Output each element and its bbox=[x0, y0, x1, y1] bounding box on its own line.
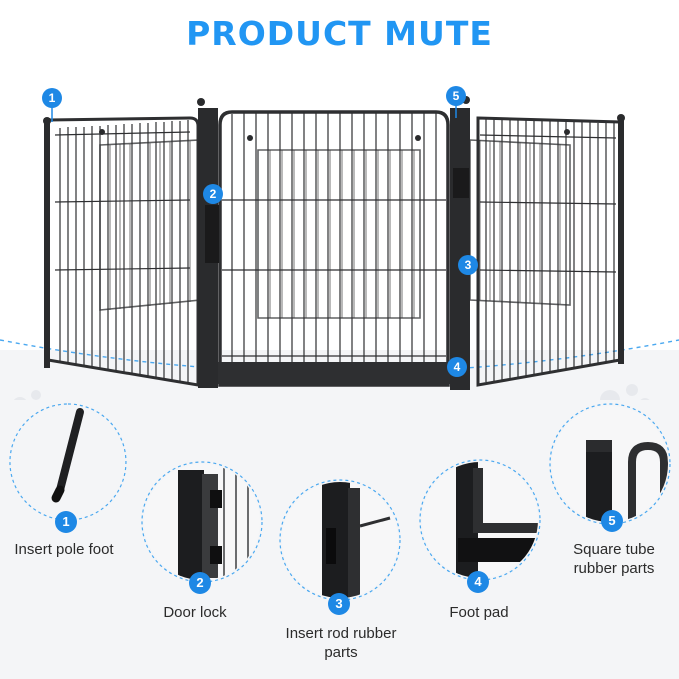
marker-4: 4 bbox=[447, 357, 467, 377]
detail-2-image bbox=[141, 461, 263, 583]
detail-3-label: Insert rod rubber parts bbox=[285, 625, 397, 661]
detail-4-label: Foot pad bbox=[449, 604, 509, 621]
playpen-fence-image bbox=[0, 96, 679, 400]
marker-3: 3 bbox=[458, 255, 478, 275]
detail-4-image bbox=[419, 459, 541, 581]
detail-2-label: Door lock bbox=[163, 604, 227, 621]
detail-5-marker: 5 bbox=[601, 510, 623, 532]
page-title: PRODUCT MUTE bbox=[186, 14, 493, 53]
marker-5: 5 bbox=[446, 86, 466, 106]
detail-3-marker: 3 bbox=[328, 593, 350, 615]
detail-1-marker: 1 bbox=[55, 511, 77, 533]
detail-5-label: Square tube rubber parts bbox=[573, 541, 655, 577]
detail-5-image bbox=[549, 403, 671, 525]
detail-4-marker: 4 bbox=[467, 571, 489, 593]
dashed-divider bbox=[0, 339, 679, 374]
marker-2: 2 bbox=[203, 184, 223, 204]
marker-1: 1 bbox=[42, 88, 62, 108]
detail-1-image bbox=[9, 403, 127, 521]
detail-2-marker: 2 bbox=[189, 572, 211, 594]
detail-1-label: Insert pole foot bbox=[14, 541, 114, 558]
detail-3-image bbox=[279, 479, 401, 601]
